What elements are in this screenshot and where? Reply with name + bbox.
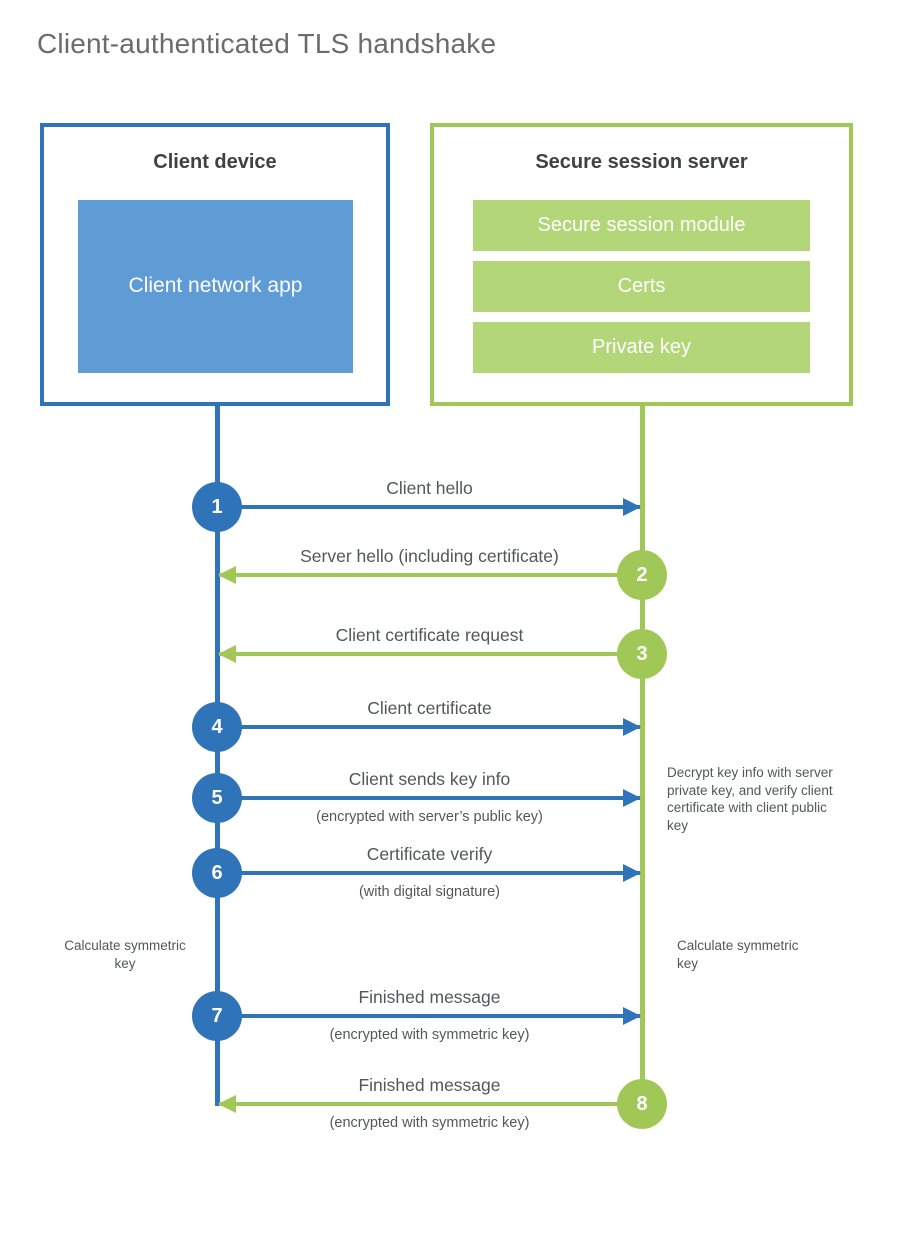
step-badge: 7	[192, 991, 242, 1041]
decrypt-key-note: Decrypt key info with server private key…	[667, 765, 833, 833]
message-label: Client sends key info	[348, 769, 511, 789]
message-sublabel: (encrypted with symmetric key)	[329, 1027, 530, 1043]
server-module-private-key: Private key	[473, 322, 810, 373]
arrowhead-icon	[623, 718, 641, 736]
arrowhead-icon	[218, 645, 236, 663]
step-badge: 1	[192, 482, 242, 532]
step-badge: 6	[192, 848, 242, 898]
message-label: Certificate verify	[366, 844, 493, 864]
message-arrow-line	[219, 796, 640, 800]
step-badge: 3	[617, 629, 667, 679]
message-arrow-line	[219, 1014, 640, 1018]
page-title: Client-authenticated TLS handshake	[37, 28, 497, 59]
arrowhead-icon	[623, 1007, 641, 1025]
message-sublabel: (with digital signature)	[358, 884, 501, 900]
message-arrow-line	[219, 871, 640, 875]
server-module-certs: Certs	[473, 261, 810, 312]
client-lifeline	[215, 406, 220, 1106]
client-network-app-box: Client network app	[78, 200, 353, 373]
step-badge: 2	[617, 550, 667, 600]
message-label: Client hello	[386, 478, 473, 498]
arrowhead-icon	[218, 566, 236, 584]
server-title: Secure session server	[535, 151, 748, 173]
arrowhead-icon	[623, 864, 641, 882]
message-label: Client certificate	[367, 698, 492, 718]
server-lifeline	[640, 406, 645, 1106]
message-arrow-line	[219, 725, 640, 729]
message-label: Server hello (including certificate)	[300, 546, 559, 566]
message-label: Finished message	[358, 1075, 501, 1095]
message-arrow-line	[219, 652, 640, 656]
arrowhead-icon	[218, 1095, 236, 1113]
step-badge: 8	[617, 1079, 667, 1129]
message-label: Client certificate request	[335, 625, 524, 645]
step-badge: 5	[192, 773, 242, 823]
calculate-symmetric-key-note-server: Calculate symmetric key	[677, 938, 799, 971]
message-arrow-line	[219, 1102, 640, 1106]
client-device-title: Client device	[153, 151, 277, 173]
message-sublabel: (encrypted with server’s public key)	[316, 809, 543, 825]
message-label: Finished message	[358, 987, 501, 1007]
message-sublabel: (encrypted with symmetric key)	[329, 1115, 530, 1131]
calculate-symmetric-key-note-client: Calculate symmetric key	[64, 938, 186, 971]
message-arrow-line	[219, 573, 640, 577]
server-module-secure-session: Secure session module	[473, 200, 810, 251]
arrowhead-icon	[623, 498, 641, 516]
message-arrow-line	[219, 505, 640, 509]
arrowhead-icon	[623, 789, 641, 807]
step-badge: 4	[192, 702, 242, 752]
